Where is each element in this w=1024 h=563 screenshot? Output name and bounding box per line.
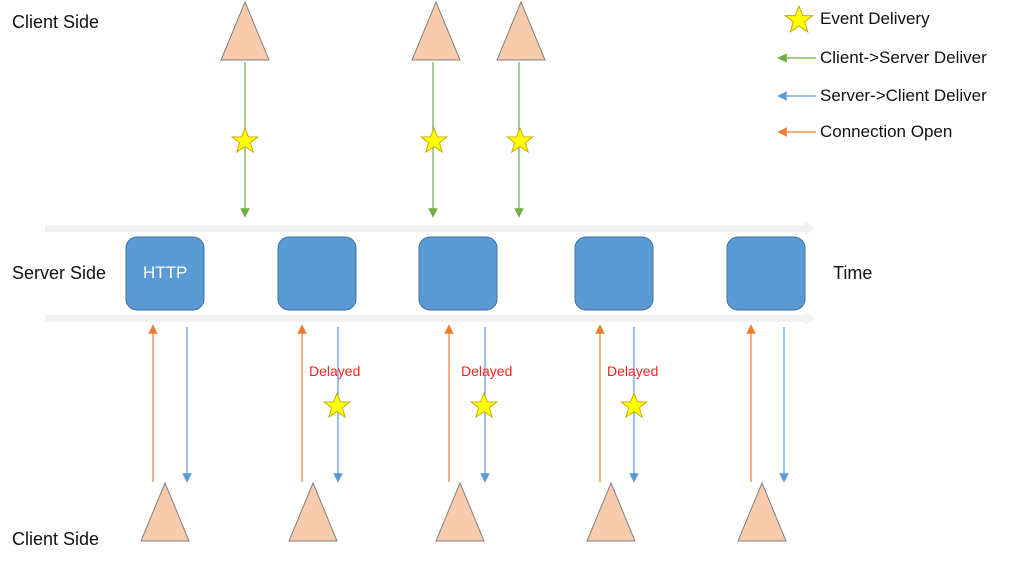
client-triangle-top	[411, 0, 461, 61]
server-box	[726, 236, 806, 311]
client-side-label-bottom: Client Side	[12, 529, 100, 549]
server-box	[418, 236, 498, 311]
legend-item-connection-open: Connection Open	[820, 122, 953, 141]
client-triangle-top	[496, 0, 546, 61]
client-triangle-bottom	[288, 481, 338, 542]
client-triangle-bottom	[737, 481, 787, 542]
server-box	[277, 236, 357, 311]
client-triangle-top	[220, 0, 270, 61]
event-star-icon	[323, 392, 351, 418]
delayed-label: Delayed	[309, 363, 361, 379]
event-star-icon	[420, 127, 448, 153]
client-side-label-top: Client Side	[12, 12, 100, 32]
server-box-http	[125, 236, 205, 311]
delayed-label: Delayed	[607, 363, 659, 379]
server-box	[574, 236, 654, 311]
http-label: HTTP	[143, 263, 188, 282]
server-side-label: Server Side	[12, 263, 107, 283]
time-label: Time	[833, 263, 873, 283]
event-star-icon	[506, 127, 534, 153]
time-line-upper	[45, 221, 815, 236]
legend-item-event-delivery: Event Delivery	[820, 9, 930, 28]
legend-item-server-client: Server->Client Deliver	[820, 86, 987, 105]
event-star-icon	[470, 392, 498, 418]
client-triangle-bottom	[435, 481, 485, 542]
legend-star-icon	[784, 5, 814, 33]
legend-item-client-server: Client->Server Deliver	[820, 48, 987, 67]
client-triangle-bottom	[140, 481, 190, 542]
delayed-label: Delayed	[461, 363, 513, 379]
client-triangle-bottom	[586, 481, 636, 542]
time-line-lower	[45, 311, 815, 326]
